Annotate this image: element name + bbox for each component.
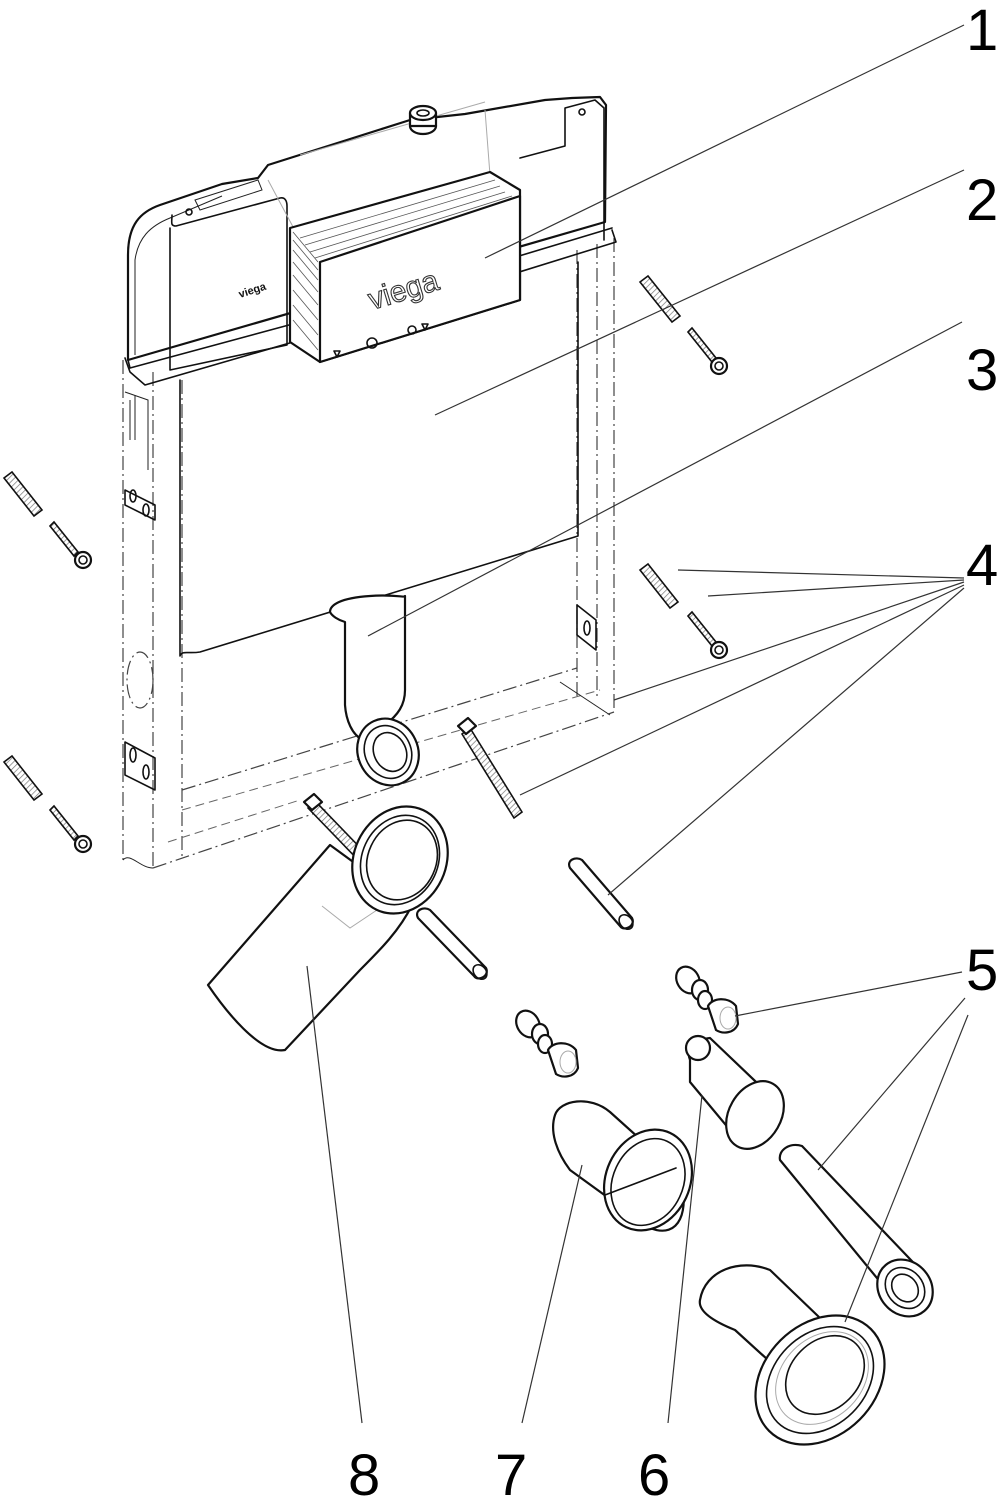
- drain-connector: [698, 1264, 886, 1446]
- wall-plug-and-screw-set: [2, 274, 729, 981]
- wall-plug-left-upper: [2, 470, 44, 518]
- screw-right-mid: [686, 610, 729, 660]
- callout-3: 3: [966, 338, 998, 403]
- flush-pipe-connector: [778, 1143, 934, 1318]
- drain-sleeve: [552, 1100, 694, 1232]
- wall-plug-right-mid: [638, 562, 680, 610]
- callout-6: 6: [638, 1443, 670, 1500]
- wall-plug-top-right: [638, 274, 682, 324]
- screw-left-lower: [48, 804, 93, 854]
- wall-plug-left-lower: [2, 754, 44, 802]
- callout-4: 4: [966, 533, 998, 598]
- screw-left-upper: [48, 520, 93, 570]
- frame-knockout: [126, 651, 154, 709]
- callout-labels: 1 2 3 4 5 6 7 8: [348, 0, 998, 1500]
- callout-8: 8: [348, 1443, 380, 1500]
- threaded-rod-right: [456, 716, 524, 820]
- drain-bend: [206, 805, 449, 1052]
- sleeve-lower: [416, 907, 488, 981]
- callout-2: 2: [966, 168, 998, 233]
- protective-cap-lower: [515, 1009, 580, 1078]
- flush-pipe-elbow: [328, 594, 420, 787]
- screw-top-right: [686, 326, 729, 376]
- flush-pipe-sleeve: [684, 1034, 785, 1150]
- frame-bracket-lower: [124, 741, 156, 791]
- callout-5: 5: [966, 938, 998, 1003]
- frame-bracket-upper: [124, 391, 156, 521]
- installation-frame: [122, 238, 615, 869]
- access-cover: viega: [288, 170, 522, 364]
- sleeve-upper: [568, 857, 634, 931]
- protective-cap-upper: [675, 965, 740, 1034]
- callout-7: 7: [495, 1443, 527, 1500]
- leader-lines: [306, 24, 969, 1424]
- cistern-tank: viega: [124, 95, 617, 787]
- callout-1: 1: [966, 0, 998, 63]
- fill-valve-nut: [408, 104, 438, 136]
